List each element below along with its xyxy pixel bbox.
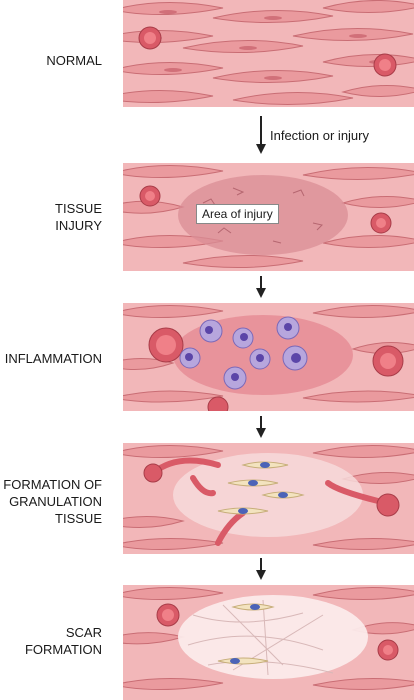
panel-granulation-tissue bbox=[123, 443, 414, 554]
area-of-injury-label: Area of injury bbox=[196, 204, 279, 224]
panel-scar-formation bbox=[123, 585, 414, 700]
stage-label-scar-formation: SCAR FORMATION bbox=[0, 624, 102, 658]
granulation-tissue-illustration bbox=[123, 443, 414, 554]
normal-tissue-illustration bbox=[123, 0, 414, 107]
arrow-down-icon bbox=[255, 276, 267, 300]
arrow-down-icon bbox=[255, 558, 267, 582]
stage-label-inflammation: INFLAMMATION bbox=[0, 350, 102, 367]
stage-label-granulation-tissue: FORMATION OF GRANULATION TISSUE bbox=[0, 476, 102, 527]
panel-normal bbox=[123, 0, 414, 107]
arrow-down-icon bbox=[255, 416, 267, 440]
stage-label-tissue-injury: TISSUE INJURY bbox=[0, 200, 102, 234]
inflammation-illustration bbox=[123, 303, 414, 411]
arrow-down-icon bbox=[255, 116, 267, 156]
transition-label: Infection or injury bbox=[270, 128, 369, 143]
panel-inflammation bbox=[123, 303, 414, 411]
scar-formation-illustration bbox=[123, 585, 414, 700]
stage-label-normal: NORMAL bbox=[0, 52, 102, 69]
